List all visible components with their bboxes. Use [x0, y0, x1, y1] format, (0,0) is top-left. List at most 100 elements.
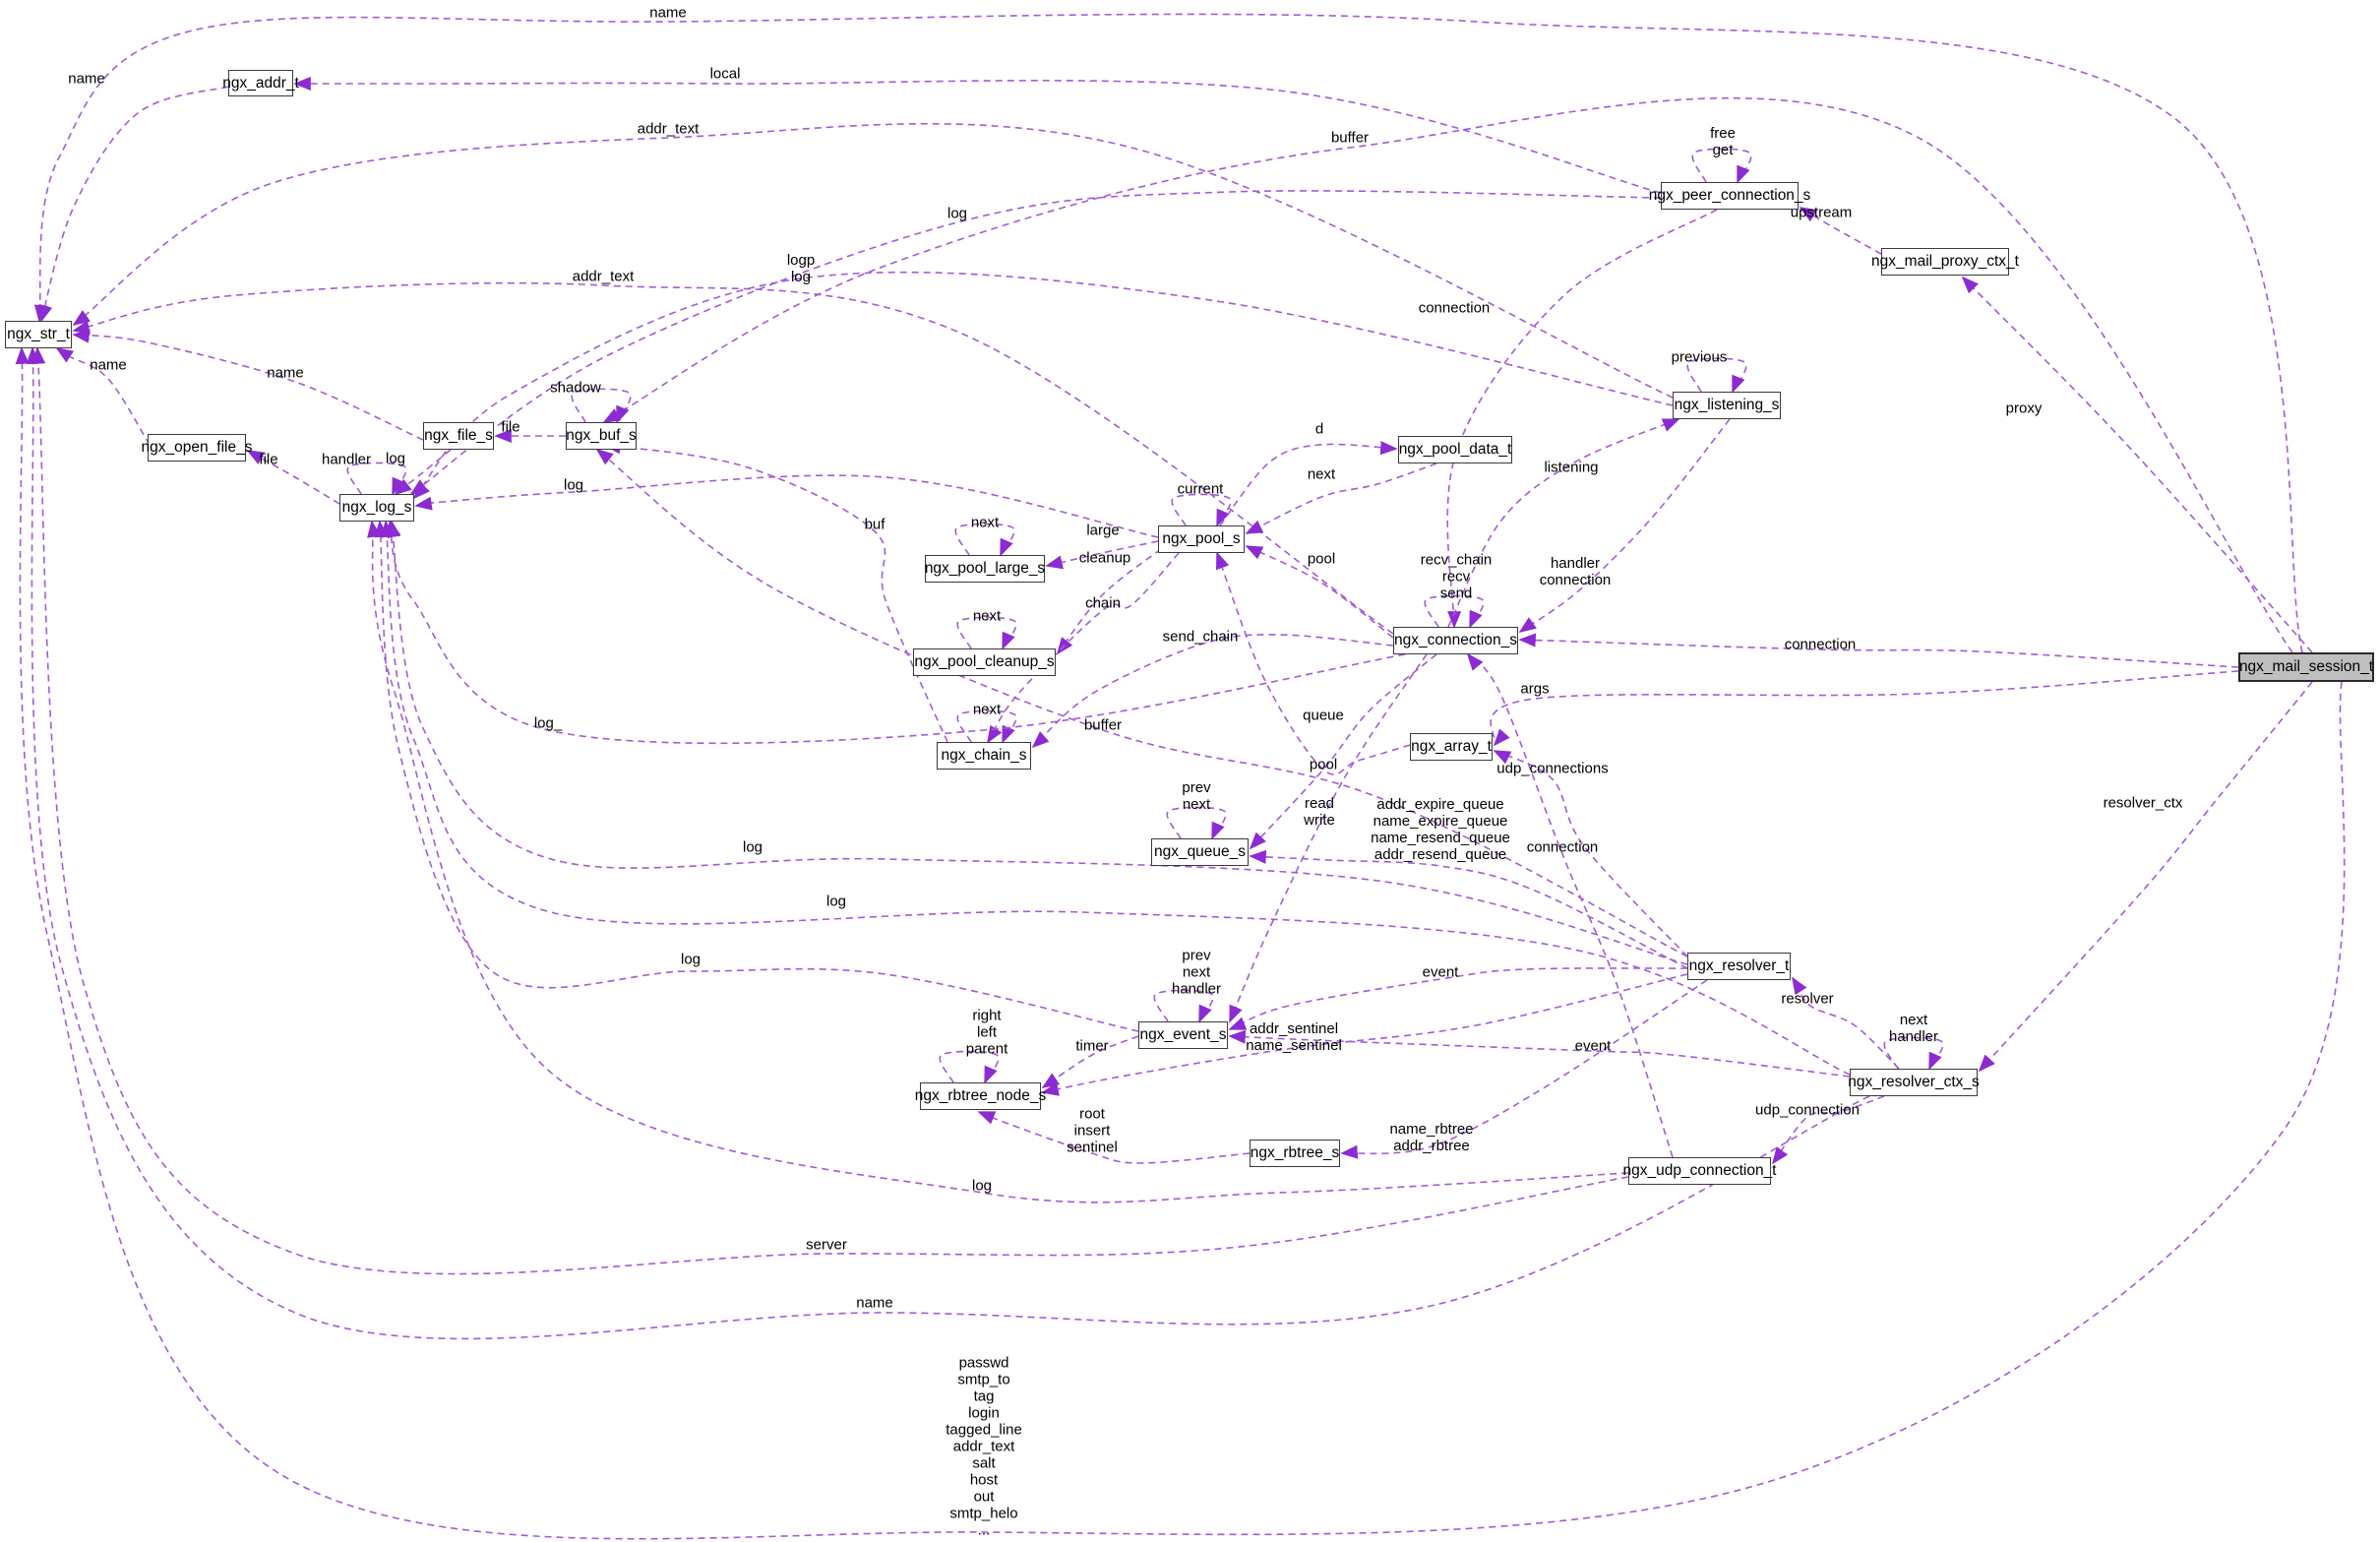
node-resolverctx[interactable]: ngx_resolver_ctx_s: [1848, 1069, 1980, 1096]
edge-udp-connections: [1493, 750, 1688, 957]
edge-name-bottom: [26, 346, 1870, 1340]
edge-label-proxy: proxy: [2005, 400, 2043, 417]
edge-event-ctx: [1228, 1029, 1851, 1078]
edge-event-resolver: [1228, 967, 1688, 1030]
node-chain[interactable]: ngx_chain_s: [937, 742, 1031, 770]
edge-args: [1490, 670, 2239, 747]
edge-name-file: [72, 329, 424, 441]
edge-label-send-chain: send_chain: [1162, 628, 1239, 646]
edge-label-buf-chain: buf: [864, 516, 885, 533]
edge-label-next-cleanup: next: [972, 607, 1002, 625]
node-resolver[interactable]: ngx_resolver_t: [1687, 953, 1791, 980]
edge-label-root-insert-sentinel: root insert sentinel: [1067, 1105, 1118, 1156]
edge-label-log-pool: log: [563, 476, 584, 494]
edge-label-free-get: free get: [1710, 125, 1736, 158]
edge-label-upstream: upstream: [1790, 204, 1853, 221]
node-rbtree[interactable]: ngx_rbtree_s: [1250, 1140, 1340, 1167]
edge-label-large: large: [1086, 522, 1120, 539]
edge-next-chain: [956, 709, 1017, 744]
edge-label-handler-log: handler: [321, 451, 372, 468]
edge-udp-connection: [1771, 1095, 1885, 1165]
edge-label-shadow: shadow: [550, 379, 601, 397]
edge-label-prev-next-queue: prev next: [1182, 779, 1211, 813]
node-pool_large[interactable]: ngx_pool_large_s: [925, 555, 1045, 583]
node-file[interactable]: ngx_file_s: [423, 422, 494, 450]
node-pool_data[interactable]: ngx_pool_data_t: [1398, 436, 1512, 463]
edge-server: [31, 346, 1629, 1275]
node-open_file[interactable]: ngx_open_file_s: [142, 434, 252, 462]
edge-name-openfile: [55, 347, 151, 446]
node-buf[interactable]: ngx_buf_s: [566, 422, 637, 450]
edge-connection-udp: [1466, 652, 1674, 1158]
edge-name-addr: [38, 86, 229, 323]
edge-pool-conn: [1245, 545, 1394, 639]
edge-label-handler-connection: handler connection: [1539, 555, 1612, 588]
edge-label-listening-field: listening: [1544, 459, 1599, 476]
edge-next-large: [954, 523, 1015, 557]
edge-large: [1045, 540, 1159, 570]
node-mailproxy[interactable]: ngx_mail_proxy_ctx_t: [1871, 248, 2019, 276]
node-pool[interactable]: ngx_pool_s: [1158, 525, 1245, 553]
edge-addr-text-conn: [72, 281, 1394, 635]
edge-logp-log: [412, 271, 1674, 500]
edge-log-resolverctx: [381, 520, 1851, 1076]
edge-read-write: [1229, 653, 1428, 1023]
edge-listening-field: [1447, 418, 1680, 628]
node-pool_cleanup[interactable]: ngx_pool_cleanup_s: [913, 648, 1056, 676]
edge-send-chain: [1031, 634, 1394, 749]
edge-label-connection-udp: connection: [1526, 838, 1599, 856]
edge-label-chain-pool: chain: [1085, 594, 1121, 612]
edge-next-pooldata: [1245, 463, 1437, 534]
edge-handler-connection: [1518, 418, 1731, 634]
edge-root-insert-sentinel: [977, 1111, 1251, 1164]
edge-prev-next-handler: [1153, 989, 1214, 1023]
edge-label-recv: recv_chain recv send: [1420, 551, 1493, 602]
edge-label-queue-conn: queue: [1303, 707, 1344, 724]
edge-label-read-write: read write: [1304, 795, 1335, 829]
node-str[interactable]: ngx_str_t: [5, 321, 72, 348]
edge-free-get: [1691, 148, 1752, 184]
edge-timer: [1041, 1035, 1139, 1088]
edge-proxy: [1961, 276, 2313, 653]
edge-label-udp-connections: udp_connections: [1496, 760, 1609, 777]
edge-connection-peer: [1446, 209, 1718, 629]
node-rbtree_node[interactable]: ngx_rbtree_node_s: [915, 1082, 1046, 1110]
edge-cleanup: [1056, 548, 1162, 655]
edge-label-file-log: file: [259, 451, 278, 468]
node-log[interactable]: ngx_log_s: [339, 494, 414, 522]
node-conn[interactable]: ngx_connection_s: [1393, 627, 1518, 654]
edge-label-previous: previous: [1671, 348, 1728, 366]
edge-label-addr-text-listening: addr_text: [637, 120, 700, 138]
edge-label-event-ctx: event: [1574, 1037, 1612, 1055]
edge-label-log-udp: log: [971, 1177, 993, 1195]
node-mailsession[interactable]: ngx_mail_session_t: [2238, 652, 2374, 682]
edge-label-name-addr: name: [68, 70, 105, 88]
edge-current: [1171, 493, 1232, 527]
edge-handler-log: [346, 462, 407, 496]
node-listening[interactable]: ngx_listening_s: [1673, 392, 1781, 419]
edge-label-next-handler-ctx: next handler: [1888, 1012, 1939, 1045]
edge-recv: [1424, 594, 1485, 629]
node-queue[interactable]: ngx_queue_s: [1151, 838, 1249, 866]
edge-label-resolver-queues: addr_expire_queue name_expire_queue name…: [1371, 796, 1510, 863]
edge-buffer-resolver: [595, 448, 1688, 957]
edge-label-d: d: [1314, 420, 1324, 438]
node-array[interactable]: ngx_array_t: [1410, 733, 1493, 761]
edge-next-handler-ctx: [1883, 1036, 1944, 1071]
edge-buffer-session: [602, 96, 2293, 653]
edge-label-args: args: [1520, 680, 1550, 698]
edge-label-buffer-resolver: buffer: [1083, 716, 1123, 734]
edge-label-name-bottom: name: [856, 1294, 893, 1312]
edge-label-addr-text-conn: addr_text: [572, 268, 635, 285]
edge-label-session-strs: passwd smtp_to tag login tagged_line add…: [946, 1354, 1022, 1539]
edge-label-log-event: log: [680, 951, 702, 968]
node-event[interactable]: ngx_event_s: [1138, 1021, 1228, 1049]
edge-label-timer: timer: [1075, 1037, 1109, 1055]
node-addr[interactable]: ngx_addr_t: [222, 70, 299, 96]
edge-label-next-pooldata: next: [1307, 465, 1336, 483]
node-peer[interactable]: ngx_peer_connection_s: [1649, 182, 1810, 210]
edge-buf-chain: [603, 440, 948, 743]
node-udp[interactable]: ngx_udp_connection_t: [1623, 1157, 1777, 1185]
edge-local: [293, 76, 1662, 194]
edge-previous: [1686, 357, 1747, 394]
